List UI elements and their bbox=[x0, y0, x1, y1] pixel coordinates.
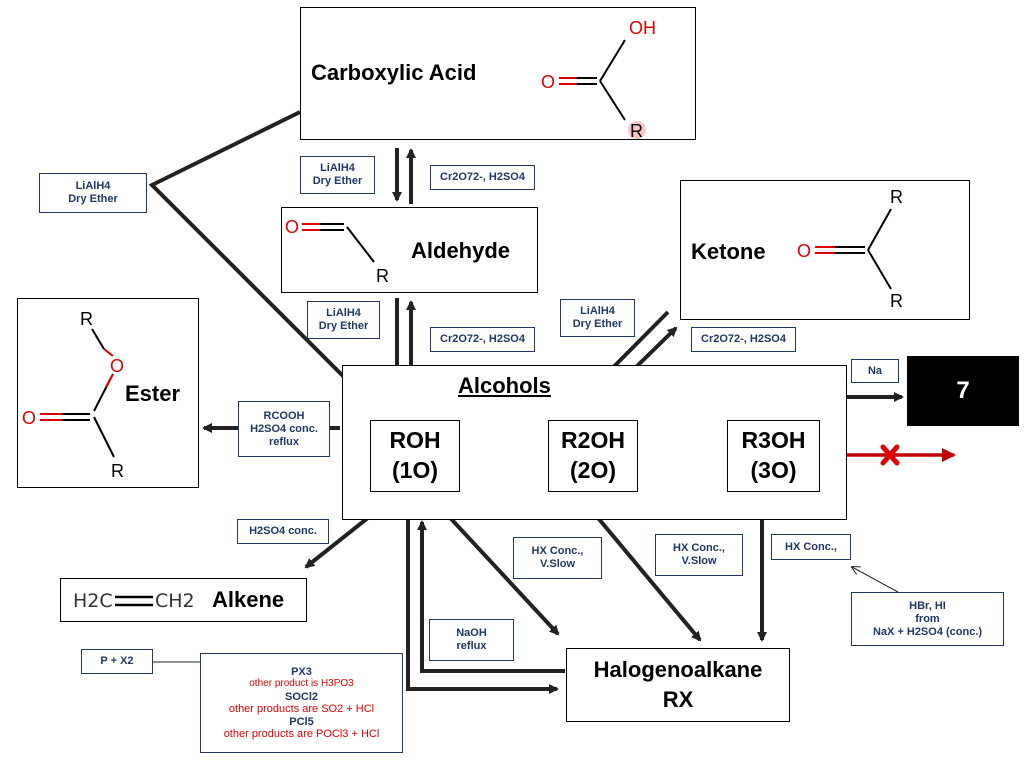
aldehyde-structure: O R bbox=[285, 217, 389, 286]
sodium-product-label: 7 bbox=[956, 377, 970, 404]
carboxylic-acid-title: Carboxylic Acid bbox=[311, 60, 477, 85]
carboxylic-acid-structure: O OH R bbox=[541, 18, 656, 141]
ester-r-group-top-label: R bbox=[80, 309, 93, 329]
ester-carbonyl-oxygen-label: O bbox=[22, 408, 36, 428]
pcl5-note: other products are POCl3 + HCl bbox=[223, 728, 380, 740]
tertiary-alcohol-degree: (3O) bbox=[750, 457, 797, 483]
tertiary-alcohol-formula: R3OH bbox=[741, 427, 806, 453]
aldehyde-r-group-label: R bbox=[376, 266, 389, 286]
acid-r-group-label: R bbox=[630, 121, 643, 141]
pcl5-formula: PCl5 bbox=[289, 715, 314, 728]
arrow-alcohol-to-halogenoalkane-phosphorus bbox=[406, 520, 559, 694]
alcohols-title: Alcohols bbox=[458, 373, 551, 398]
ester-ring-oxygen-label: O bbox=[110, 356, 124, 376]
reagent-dichromate-aldehyde-to-acid: Cr2O72-, H2SO4 bbox=[430, 165, 535, 190]
reagent-phosphorus: P + X2 bbox=[81, 649, 153, 674]
ester-title: Ester bbox=[125, 381, 181, 406]
acid-oxygen-label: O bbox=[541, 72, 555, 92]
arrow-halogenoalkane-to-alcohol bbox=[417, 520, 565, 673]
reagent-sodium: Na bbox=[851, 359, 899, 383]
primary-alcohol-box: ROH (1O) bbox=[370, 420, 460, 492]
alkene-right-group: CH2 bbox=[155, 590, 195, 612]
reagent-hx-secondary: HX Conc., V.Slow bbox=[655, 534, 743, 576]
aldehyde-title: Aldehyde bbox=[411, 238, 511, 263]
secondary-alcohol-formula: R2OH bbox=[561, 427, 625, 453]
ester-r-group-bottom-label: R bbox=[111, 461, 124, 481]
sodium-product-box: 7 bbox=[907, 356, 1019, 426]
alkene-double-bond bbox=[115, 595, 153, 607]
tertiary-alcohol-box: R3OH (3O) bbox=[727, 420, 820, 492]
ester-structure: R O O R bbox=[22, 309, 124, 481]
reagent-lialh4-acid-to-aldehyde: LiAlH4 Dry Ether bbox=[300, 156, 375, 194]
aldehyde-oxygen-label: O bbox=[285, 217, 299, 237]
reagent-hx-source: HBr, HI from NaX + H2SO4 (conc.) bbox=[851, 592, 1004, 646]
reagent-lialh4-ketone-to-alcohol: LiAlH4 Dry Ether bbox=[560, 299, 635, 337]
reagent-lialh4-aldehyde-to-alcohol: LiAlH4 Dry Ether bbox=[307, 301, 380, 339]
acid-hydroxyl-label: OH bbox=[629, 18, 656, 38]
ketone-structure: O R R bbox=[797, 187, 903, 311]
no-reaction-cross bbox=[880, 444, 900, 466]
halogenoalkane-box: Halogenoalkane RX bbox=[566, 648, 790, 722]
socl2-formula: SOCl2 bbox=[284, 690, 318, 703]
ketone-box: Ketone O R R bbox=[680, 180, 970, 320]
alkene-box: H2C CH2 Alkene bbox=[60, 578, 307, 622]
secondary-alcohol-degree: (2O) bbox=[570, 457, 616, 483]
px3-note: other product is H3PO3 bbox=[249, 678, 354, 689]
carboxylic-acid-box: Carboxylic Acid O OH R bbox=[300, 7, 696, 141]
reagent-esterification: RCOOH H2SO4 conc. reflux bbox=[238, 401, 330, 457]
alkene-title: Alkene bbox=[212, 587, 285, 612]
ketone-oxygen-label: O bbox=[797, 241, 811, 261]
socl2-note: other products are SO2 + HCl bbox=[228, 703, 375, 715]
reagent-lialh4-acid-to-alcohol: LiAlH4 Dry Ether bbox=[39, 173, 147, 213]
reagent-naoh: NaOH reflux bbox=[429, 619, 514, 661]
halogenoalkane-title: Halogenoalkane bbox=[593, 657, 763, 682]
reagent-hx-tertiary: HX Conc., bbox=[771, 534, 851, 560]
halogenoalkane-formula: RX bbox=[662, 687, 694, 712]
reagent-dichromate-alcohol-to-aldehyde: Cr2O72-, H2SO4 bbox=[430, 327, 535, 352]
primary-alcohol-formula: ROH bbox=[389, 427, 441, 453]
primary-alcohol-degree: (1O) bbox=[392, 457, 438, 483]
arrow-hx-source bbox=[852, 567, 899, 593]
aldehyde-box: O R Aldehyde bbox=[281, 207, 538, 293]
ketone-title: Ketone bbox=[691, 239, 766, 264]
secondary-alcohol-box: R2OH (2O) bbox=[548, 420, 638, 492]
reagent-dehydration: H2SO4 conc. bbox=[237, 519, 329, 544]
reagent-hx-primary: HX Conc., V.Slow bbox=[513, 537, 602, 579]
ester-box: R O O R Ester bbox=[17, 298, 199, 488]
ketone-r-group-top-label: R bbox=[890, 187, 903, 207]
arrow-acid-to-primary-alcohol bbox=[148, 110, 374, 407]
ketone-r-group-bottom-label: R bbox=[890, 291, 903, 311]
reagent-halogenating-agents: PX3 other product is H3PO3 SOCl2 other p… bbox=[200, 653, 403, 753]
alkene-left-group: H2C bbox=[73, 590, 113, 612]
px3-formula: PX3 bbox=[291, 665, 312, 678]
reagent-dichromate-alcohol-to-ketone: Cr2O72-, H2SO4 bbox=[691, 327, 796, 352]
